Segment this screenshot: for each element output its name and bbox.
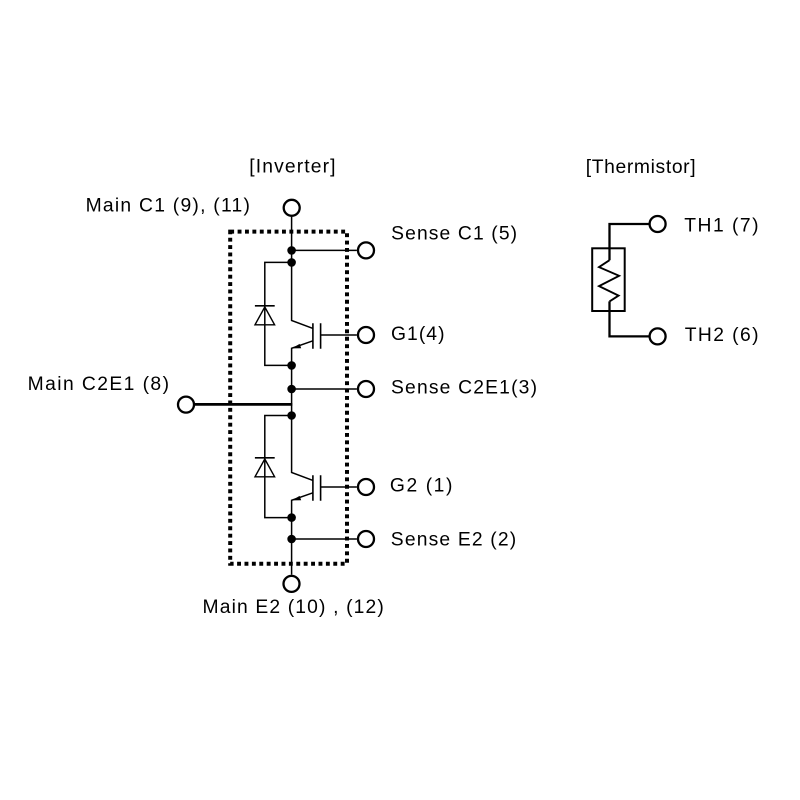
svg-text:Main C1 (9), (11): Main C1 (9), (11) (86, 196, 250, 217)
svg-text:[Thermistor]: [Thermistor] (586, 157, 696, 178)
svg-text:G1(4): G1(4) (391, 324, 445, 345)
svg-text:Main C2E1 (8): Main C2E1 (8) (28, 374, 169, 395)
svg-text:[Inverter]: [Inverter] (249, 157, 335, 178)
svg-text:TH2 (6): TH2 (6) (685, 325, 759, 346)
svg-text:Sense C2E1(3): Sense C2E1(3) (391, 378, 537, 399)
svg-text:Sense E2 (2): Sense E2 (2) (391, 530, 516, 551)
svg-text:TH1 (7): TH1 (7) (684, 215, 758, 236)
svg-text:Sense C1 (5): Sense C1 (5) (391, 224, 517, 245)
svg-text:Main E2 (10) , (12): Main E2 (10) , (12) (203, 597, 384, 618)
svg-text:G2 (1): G2 (1) (390, 476, 453, 497)
